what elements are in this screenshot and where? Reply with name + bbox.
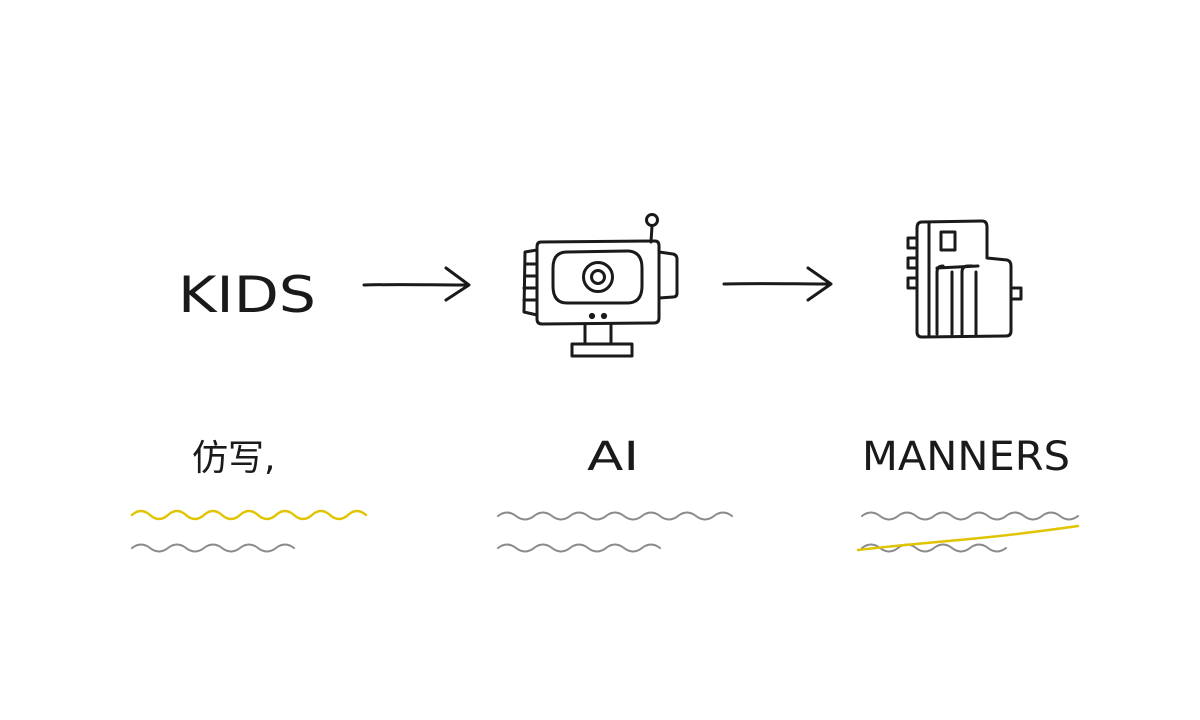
- squiggle-line: [497, 511, 733, 521]
- squiggle-line: [861, 543, 1007, 553]
- caption-right: MANNERS: [862, 434, 1070, 480]
- highlight-stroke: [856, 524, 1080, 552]
- caption-left: 仿写,: [192, 438, 275, 479]
- arrow-right-icon: [722, 266, 833, 302]
- squiggle-line-highlight: [130, 509, 368, 521]
- squiggle-line: [861, 511, 1079, 521]
- kids-label: KIDS: [178, 266, 316, 324]
- squiggle-line: [497, 543, 661, 553]
- caption-middle: AI: [587, 434, 639, 480]
- arrow-right-icon: [362, 266, 471, 302]
- robot-camera-icon: [522, 213, 679, 358]
- building-icon: [906, 219, 1023, 339]
- squiggle-line: [131, 543, 295, 553]
